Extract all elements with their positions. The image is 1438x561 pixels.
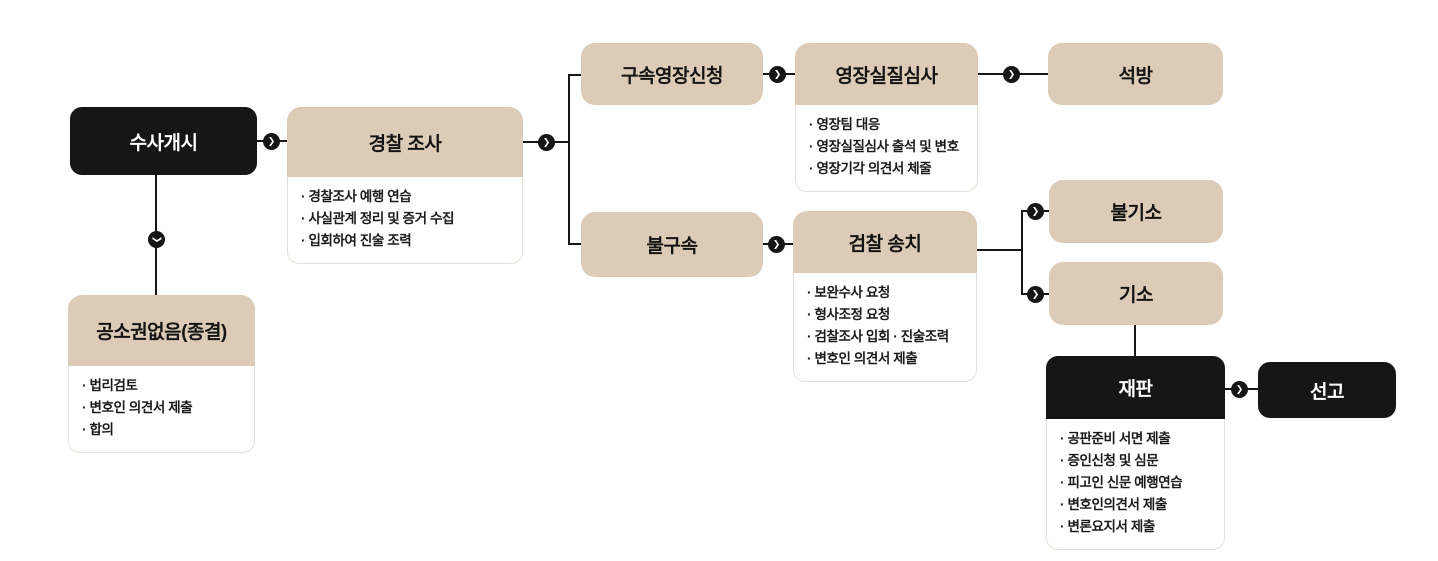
bullet-item: · 영장실질심사 출석 및 변호 xyxy=(809,139,959,154)
bullet-item: · 피고인 신문 예행연습 xyxy=(1060,475,1183,490)
node-without-detention: 불구속 xyxy=(581,212,763,277)
node-label: 공소권없음(종결) xyxy=(96,322,227,343)
node-label: 불구속 xyxy=(646,236,698,257)
chevron-glyph: ❯ xyxy=(151,235,162,244)
card-body: · 공판준비 서면 제출 · 증인신청 및 심문 · 피고인 신문 예행연습 ·… xyxy=(1046,419,1225,550)
arrow-right-icon: ❯ xyxy=(1027,286,1044,303)
connector-line xyxy=(568,74,581,76)
card-trial: 재판 · 공판준비 서면 제출 · 증인신청 및 심문 · 피고인 신문 예행연… xyxy=(1046,356,1225,550)
node-label: 수사개시 xyxy=(129,132,198,154)
bullet-item: · 입회하여 진술 조력 xyxy=(301,233,412,248)
node-label: 선고 xyxy=(1310,381,1344,403)
node-sentencing: 선고 xyxy=(1258,362,1396,418)
card-body: · 영장팀 대응 · 영장실질심사 출석 및 변호 · 영장기각 의견서 체줄 xyxy=(795,105,978,192)
card-warrant-review: 영장실질심사 · 영장팀 대응 · 영장실질심사 출석 및 변호 · 영장기각 … xyxy=(795,43,978,192)
node-label: 석방 xyxy=(1118,65,1153,87)
arrow-down-icon: ❯ xyxy=(148,231,165,248)
card-body: · 경찰조사 예행 연습 · 사실관계 정리 및 증거 수집 · 입회하여 진술… xyxy=(287,177,523,264)
bullet-item: · 형사조정 요청 xyxy=(807,307,890,322)
node-label: 경찰 조사 xyxy=(368,133,442,155)
chevron-glyph: ❯ xyxy=(267,136,276,146)
bullet-item: · 영장기각 의견서 체줄 xyxy=(809,161,932,176)
bullet-item: · 증인신청 및 심문 xyxy=(1060,453,1159,468)
arrow-right-icon: ❯ xyxy=(1003,66,1020,83)
node-label: 영장실질심사 xyxy=(835,65,938,87)
bullet-item: · 검찰조사 입회 · 진술조력 xyxy=(807,329,949,344)
bullet-item: · 변호인의견서 제출 xyxy=(1060,497,1167,512)
card-no-prosecution-closed: 공소권없음(종결) · 법리검토 · 변호인 의견서 제출 · 합의 xyxy=(68,295,255,453)
connector-line xyxy=(1021,210,1023,295)
chevron-glyph: ❯ xyxy=(773,69,782,79)
bullet-item: · 보완수사 요청 xyxy=(807,285,890,300)
card-body: · 보완수사 요청 · 형사조정 요청 · 검찰조사 입회 · 진술조력 · 변… xyxy=(793,273,977,382)
bullet-item: · 변론요지서 제출 xyxy=(1060,519,1155,534)
chevron-glyph: ❯ xyxy=(1007,69,1016,79)
node-label: 구속영장신청 xyxy=(621,65,723,87)
card-header: 경찰 조사 xyxy=(287,107,523,177)
bullet-item: · 사실관계 정리 및 증거 수집 xyxy=(301,211,455,226)
arrow-right-icon: ❯ xyxy=(1027,203,1044,220)
bullet-item: · 공판준비 서면 제출 xyxy=(1060,431,1171,446)
connector-line xyxy=(568,74,570,245)
node-label: 기소 xyxy=(1119,285,1153,306)
chevron-glyph: ❯ xyxy=(1031,289,1040,299)
connector-line xyxy=(568,243,581,245)
node-indictment: 기소 xyxy=(1049,262,1223,325)
card-police-investigation: 경찰 조사 · 경찰조사 예행 연습 · 사실관계 정리 및 증거 수집 · 입… xyxy=(287,107,523,264)
connector-line xyxy=(977,249,1023,251)
arrow-right-icon: ❯ xyxy=(263,133,280,150)
bullet-item: · 법리검토 xyxy=(82,378,138,393)
chevron-glyph: ❯ xyxy=(542,137,551,147)
node-label: 재판 xyxy=(1118,379,1153,400)
chevron-glyph: ❯ xyxy=(1235,384,1244,394)
bullet-item: · 영장팀 대응 xyxy=(809,117,880,132)
card-body: · 법리검토 · 변호인 의견서 제출 · 합의 xyxy=(68,366,255,453)
node-arrest-warrant-request: 구속영장신청 xyxy=(581,43,763,105)
arrow-right-icon: ❯ xyxy=(768,236,785,253)
card-header: 검찰 송치 xyxy=(793,211,977,273)
card-header: 공소권없음(종결) xyxy=(68,295,255,366)
connector-line xyxy=(1134,325,1136,356)
node-investigation-start: 수사개시 xyxy=(70,107,257,175)
node-non-indictment: 불기소 xyxy=(1049,180,1223,243)
chevron-glyph: ❯ xyxy=(772,239,781,249)
node-label: 불기소 xyxy=(1110,203,1162,224)
node-release: 석방 xyxy=(1048,43,1223,105)
bullet-item: · 경찰조사 예행 연습 xyxy=(301,189,412,204)
bullet-item: · 변호인 의견서 제출 xyxy=(807,351,918,366)
node-label: 검찰 송치 xyxy=(848,233,922,255)
card-prosecution-referral: 검찰 송치 · 보완수사 요청 · 형사조정 요청 · 검찰조사 입회 · 진술… xyxy=(793,211,977,382)
bullet-item: · 변호인 의견서 제출 xyxy=(82,400,193,415)
card-header: 영장실질심사 xyxy=(795,43,978,105)
arrow-right-icon: ❯ xyxy=(1231,381,1248,398)
chevron-glyph: ❯ xyxy=(1031,206,1040,216)
arrow-right-icon: ❯ xyxy=(538,134,555,151)
bullet-item: · 합의 xyxy=(82,422,114,437)
card-header: 재판 xyxy=(1046,356,1225,419)
arrow-right-icon: ❯ xyxy=(769,66,786,83)
